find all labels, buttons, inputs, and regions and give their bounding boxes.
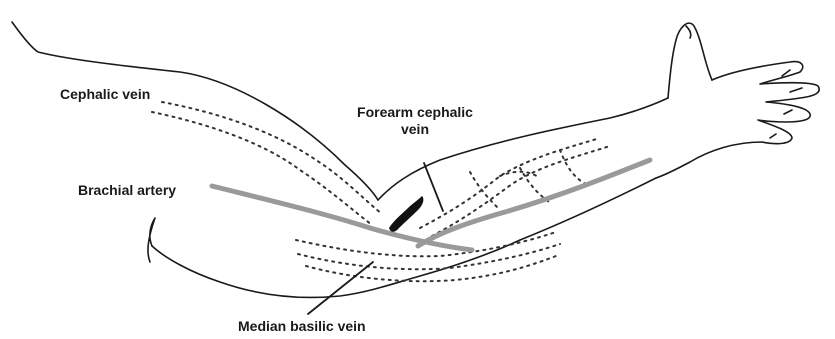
median-basilic-leader [308, 262, 373, 314]
upper-arm-bottom-contour [148, 218, 155, 262]
label-forearm-cephalic-line2: vein [330, 121, 500, 138]
forearm-cephalic-vein-dots [432, 146, 610, 236]
wrist-bottom-contour [520, 178, 656, 240]
thumbnail [686, 26, 691, 38]
finger-crease [770, 134, 776, 138]
label-brachial-artery: Brachial artery [78, 182, 176, 199]
label-median-basilic-vein: Median basilic vein [238, 318, 366, 335]
hand-contour [656, 62, 819, 178]
label-forearm-cephalic-line1: Forearm cephalic [330, 104, 500, 121]
brachial-artery-graft [212, 160, 650, 250]
label-forearm-cephalic-vein: Forearm cephalic vein [330, 104, 500, 138]
finger-crease [784, 110, 792, 114]
label-cephalic-vein: Cephalic vein [60, 86, 150, 103]
leader-lines [308, 163, 443, 314]
forearm-cephalic-vein-dots [420, 138, 600, 228]
forearm-cephalic-leader [424, 163, 443, 211]
finger-crease [790, 88, 802, 92]
upper-arm-top-contour [12, 22, 378, 200]
thrombus-mark [389, 196, 423, 232]
